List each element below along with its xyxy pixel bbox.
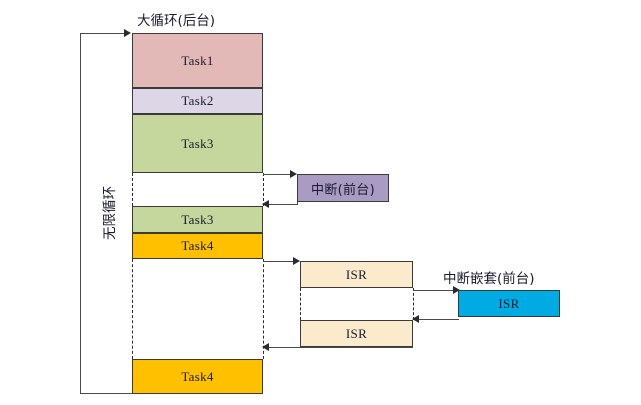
background-loop-title: 大循环(后台) [137, 13, 216, 29]
preempt-gap1-right-dashed [263, 173, 264, 206]
isr-return-line [265, 347, 413, 348]
isr-box-nested: ISR [458, 290, 560, 317]
infinite-loop-label: 无限循环 [102, 186, 118, 240]
loop-arrow-bottom-line [80, 393, 133, 394]
interrupt-return-drop [297, 202, 298, 205]
task-box-task2: Task2 [132, 88, 263, 114]
loop-arrow-top-line [80, 33, 127, 34]
isr-enter-line [263, 261, 296, 262]
task-box-task1: Task1 [132, 33, 263, 88]
interrupt-enter-arrowhead [290, 170, 297, 178]
nested-enter-arrowhead [453, 286, 460, 294]
interrupt-return-arrowhead [262, 200, 269, 208]
isr-enter-arrowhead [293, 257, 300, 265]
interrupt-return-line [265, 204, 298, 205]
task-box-task4-first: Task4 [132, 233, 263, 259]
task-box-task4-resumed: Task4 [132, 359, 263, 394]
loop-left-vertical [80, 33, 81, 394]
preempt-gap2-right-dashed [263, 259, 264, 359]
isr-box-resumed: ISR [300, 320, 413, 347]
loop-arrow-top-head [124, 29, 131, 37]
nested-return-arrowhead [412, 315, 419, 323]
nested-return-line [415, 319, 459, 320]
interrupt-enter-line [263, 174, 293, 175]
preempt-gap2-left-dashed [132, 259, 133, 359]
preempt-gap1-left-dashed [132, 173, 133, 206]
isr-gap-right-dashed [413, 288, 414, 320]
task-box-task3-resumed: Task3 [132, 206, 263, 233]
nested-interrupt-title: 中断嵌套(前台) [443, 271, 535, 287]
isr-box-first: ISR [300, 261, 413, 288]
interrupt-box: 中断(前台) [297, 174, 389, 202]
task-box-task3-first: Task3 [132, 114, 263, 173]
nested-enter-line [413, 290, 457, 291]
isr-gap-left-dashed [300, 288, 301, 320]
isr-return-arrowhead [262, 343, 269, 351]
